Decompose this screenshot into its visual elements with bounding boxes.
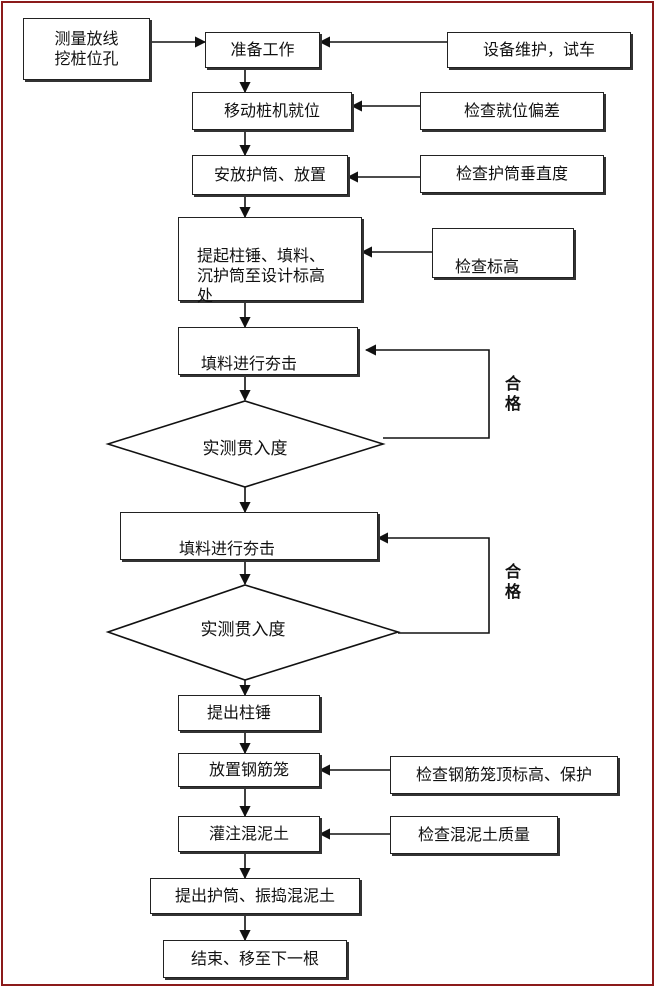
finish-label: 结束、移至下一根 — [190, 949, 319, 968]
lift-out-hammer-box: 提出柱锤 — [178, 695, 320, 731]
vibrate-label: 提出护筒、振捣混泥土 — [174, 886, 335, 905]
check-elevation-box: 检查标高 — [432, 228, 574, 278]
lift-out-hammer-label: 提出柱锤 — [207, 703, 272, 722]
loop1-pass-label: 合 格 — [504, 374, 521, 413]
ram1-label: 填料进行夯击 — [201, 354, 298, 373]
ram2-label: 填料进行夯击 — [179, 539, 276, 558]
loop-arrow-2 — [376, 532, 490, 634]
decision-diamond-2 — [105, 584, 401, 681]
check-position-label: 检查就位偏差 — [463, 101, 560, 120]
loop2-pass-label: 合 格 — [504, 562, 521, 601]
lift-hammer-label: 提起柱锤、填料、 沉护筒至设计标高 处 — [197, 246, 326, 305]
check-concrete-box: 检查混泥土质量 — [390, 816, 558, 854]
place-casing-label: 安放护筒、放置 — [213, 165, 326, 184]
move-box: 移动桩机就位 — [192, 92, 352, 130]
check-vertical-label: 检查护筒垂直度 — [455, 164, 568, 183]
pour-label: 灌注混泥土 — [208, 824, 289, 843]
prepare-label: 准备工作 — [230, 40, 295, 59]
survey-box: 测量放线 挖桩位孔 — [23, 18, 150, 80]
maintain-box: 设备维护，试车 — [447, 32, 631, 68]
pour-box: 灌注混泥土 — [178, 816, 320, 852]
decision-diamond-1 — [105, 400, 386, 488]
check-concrete-label: 检查混泥土质量 — [417, 825, 530, 844]
decision2-label: 实测贯入度 — [200, 620, 286, 640]
prepare-box: 准备工作 — [205, 32, 320, 68]
finish-box: 结束、移至下一根 — [163, 940, 347, 978]
check-position-box: 检查就位偏差 — [420, 92, 604, 130]
survey-label: 测量放线 挖桩位孔 — [54, 29, 119, 68]
check-elevation-label: 检查标高 — [455, 257, 520, 276]
ram1-box: 填料进行夯击 — [178, 327, 358, 375]
decision1-label: 实测贯入度 — [202, 439, 288, 459]
ram2-box: 填料进行夯击 — [120, 512, 378, 560]
check-cage-label: 检查钢筋笼顶标高、保护 — [415, 765, 592, 784]
place-cage-label: 放置钢筋笼 — [208, 760, 289, 779]
check-cage-box: 检查钢筋笼顶标高、保护 — [390, 756, 618, 794]
place-casing-box: 安放护筒、放置 — [192, 155, 348, 195]
check-vertical-box: 检查护筒垂直度 — [420, 155, 604, 193]
move-label: 移动桩机就位 — [223, 101, 320, 120]
maintain-label: 设备维护，试车 — [482, 40, 595, 59]
vibrate-box: 提出护筒、振捣混泥土 — [150, 878, 360, 914]
lift-hammer-box: 提起柱锤、填料、 沉护筒至设计标高 处 — [178, 217, 362, 305]
loop-arrow-1 — [364, 344, 490, 439]
place-cage-box: 放置钢筋笼 — [178, 753, 320, 787]
